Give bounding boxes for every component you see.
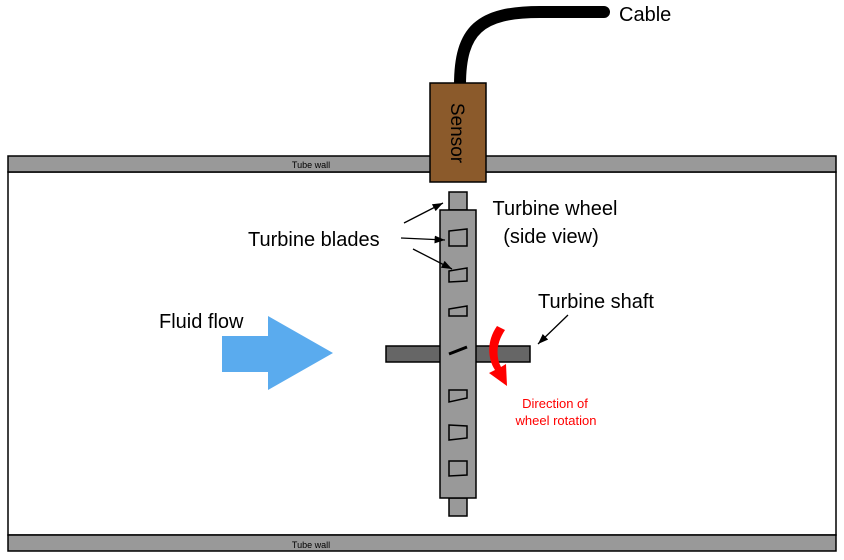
blade bbox=[448, 345, 468, 356]
blade bbox=[448, 305, 468, 317]
blade bbox=[448, 228, 468, 247]
fluid-flow-label: Fluid flow bbox=[159, 311, 244, 333]
turbine-wheel bbox=[439, 209, 477, 499]
tube-wall-bottom-label: Tube wall bbox=[292, 540, 330, 550]
pointer-arrow bbox=[400, 235, 446, 244]
blade bbox=[448, 460, 468, 477]
turbine-blades bbox=[448, 228, 468, 477]
turbine-wheel-label-line2: (side view) bbox=[503, 226, 599, 248]
pointer-arrow bbox=[403, 202, 444, 224]
rotation-label-line2: wheel rotation bbox=[515, 413, 597, 428]
blade bbox=[448, 424, 468, 441]
blade-pointer-arrows bbox=[400, 202, 453, 270]
tube-wall-top bbox=[7, 155, 837, 173]
turbine-shaft-label: Turbine shaft bbox=[538, 291, 654, 313]
sensor bbox=[429, 82, 487, 183]
cable bbox=[454, 6, 610, 91]
cable-label: Cable bbox=[619, 4, 671, 26]
blade bbox=[448, 389, 468, 403]
tube-wall-bottom bbox=[7, 534, 837, 552]
sensor-label: Sensor bbox=[446, 103, 467, 164]
rotation-label-line1: Direction of bbox=[522, 396, 588, 411]
turbine-wheel-label-line1: Turbine wheel bbox=[493, 198, 618, 220]
tube-wall-top-label: Tube wall bbox=[292, 160, 330, 170]
rotation-arrow bbox=[489, 326, 507, 386]
turbine-blades-label: Turbine blades bbox=[248, 229, 380, 251]
shaft-pointer-arrow bbox=[537, 314, 569, 345]
blade bbox=[448, 267, 468, 283]
wheel-bottom-stub bbox=[448, 497, 468, 517]
fluid-flow-arrow bbox=[222, 316, 333, 390]
wheel-top-stub bbox=[448, 191, 468, 211]
pointer-arrow bbox=[412, 248, 453, 270]
